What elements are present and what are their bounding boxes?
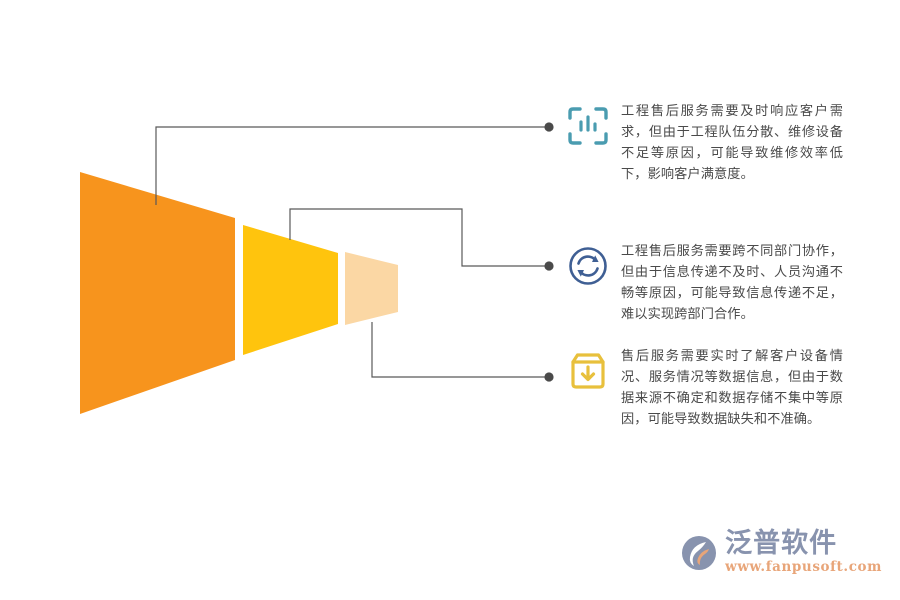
funnel-stage-3 bbox=[345, 252, 398, 325]
brand-logo: 泛普软件 www.fanpusoft.com bbox=[679, 529, 882, 576]
callout-text-3: 售后服务需要实时了解客户设备情况、服务情况等数据信息，但由于数据来源不确定和数据… bbox=[621, 349, 843, 427]
connector-dot-1 bbox=[544, 122, 554, 132]
connector-dot-3 bbox=[544, 372, 554, 382]
connector-1 bbox=[155, 126, 545, 205]
fanpu-logo-icon bbox=[679, 533, 719, 573]
brand-url: www.fanpusoft.com bbox=[725, 559, 882, 575]
funnel-stage-1 bbox=[80, 172, 235, 414]
brand-name: 泛普软件 bbox=[725, 528, 838, 559]
callout-item-3: 售后服务需要实时了解客户设备情况、服务情况等数据信息，但由于数据来源不确定和数据… bbox=[565, 346, 843, 430]
callout-item-1: 工程售后服务需要及时响应客户需求，但由于工程队伍分散、维修设备不足等原因，可能导… bbox=[565, 101, 843, 185]
callout-text-2: 工程售后服务需要跨不同部门协作，但由于信息传递不及时、人员沟通不畅等原因，可能导… bbox=[621, 244, 843, 322]
connector-3 bbox=[371, 322, 545, 378]
funnel-stage-2 bbox=[243, 225, 338, 355]
connector-dot-2 bbox=[544, 261, 554, 271]
archive-download-icon bbox=[565, 348, 611, 394]
connector-2 bbox=[289, 208, 545, 267]
callout-text-1: 工程售后服务需要及时响应客户需求，但由于工程队伍分散、维修设备不足等原因，可能导… bbox=[621, 104, 843, 182]
callout-item-2: 工程售后服务需要跨不同部门协作，但由于信息传递不及时、人员沟通不畅等原因，可能导… bbox=[565, 241, 843, 325]
sync-circle-icon bbox=[565, 243, 611, 289]
scan-bar-chart-icon bbox=[565, 103, 611, 149]
